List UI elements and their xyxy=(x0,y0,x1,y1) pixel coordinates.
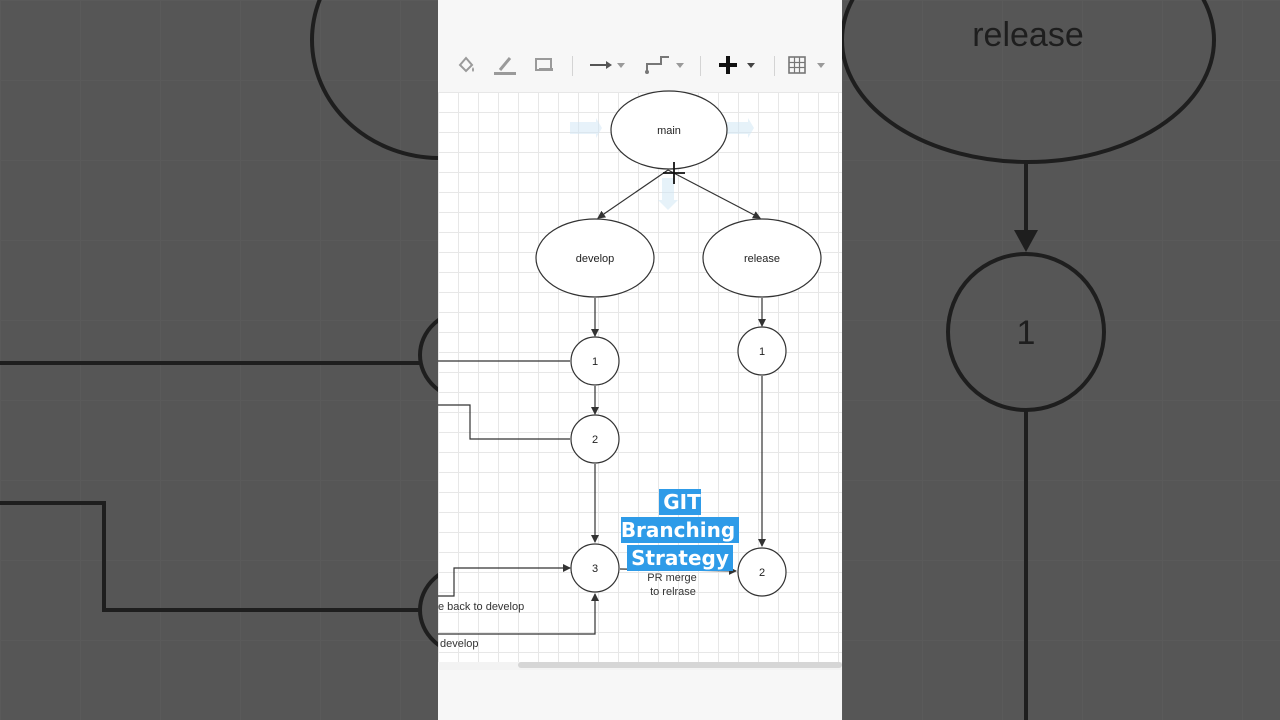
background-grid xyxy=(842,0,1280,720)
fill-color-icon xyxy=(458,56,474,73)
node-develop[interactable]: develop xyxy=(535,218,655,298)
toolbar xyxy=(438,0,842,93)
background-right-blur: release 1 xyxy=(842,0,1280,720)
node-release-1[interactable]: 1 xyxy=(737,326,787,376)
down-hover-arrow[interactable] xyxy=(658,178,678,210)
connection-icon xyxy=(590,61,625,69)
edge-main-release[interactable] xyxy=(667,169,761,219)
node-develop-1-label: 1 xyxy=(592,356,598,368)
line-color-icon xyxy=(494,57,516,75)
crosshair-cursor-icon xyxy=(663,162,685,184)
video-caption: GIT Branching Strategy xyxy=(600,488,760,572)
pr-merge-label-line2: to relrase xyxy=(650,586,696,598)
node-release-label: release xyxy=(744,253,780,265)
connection-button[interactable] xyxy=(584,52,628,78)
insert-button[interactable] xyxy=(714,52,760,78)
toolbar-divider xyxy=(774,56,775,76)
node-develop-3-label: 3 xyxy=(592,563,598,575)
shadow-button[interactable] xyxy=(530,52,558,78)
table-button[interactable] xyxy=(784,52,830,78)
background-left-blur xyxy=(0,0,438,720)
line-color-button[interactable] xyxy=(490,52,520,78)
waypoints-button[interactable] xyxy=(642,52,688,78)
node-main-label: main xyxy=(657,125,681,137)
node-develop-2[interactable]: 2 xyxy=(570,414,620,464)
waypoints-icon xyxy=(645,56,684,74)
node-release-1-label: 1 xyxy=(759,346,765,358)
fill-color-button[interactable] xyxy=(452,52,480,78)
edge-develop-to-dev3[interactable] xyxy=(438,593,599,635)
background-grid xyxy=(0,0,438,720)
node-develop-3[interactable]: 3 xyxy=(570,543,620,593)
bottom-panel xyxy=(438,670,842,720)
caption-line-1: GIT Branching xyxy=(620,489,740,543)
background-release-label: release xyxy=(972,16,1084,54)
toolbar-divider xyxy=(700,56,701,76)
merge-back-label: e back to develop xyxy=(438,601,524,613)
background-node-label: 1 xyxy=(1017,314,1036,352)
selection-hint-arrows xyxy=(570,118,754,210)
background-right-diagram: release 1 xyxy=(842,0,1216,720)
node-develop-label: develop xyxy=(576,253,615,265)
develop-edge-label: develop xyxy=(440,638,479,650)
node-release[interactable]: release xyxy=(702,218,822,298)
table-icon xyxy=(788,56,825,74)
node-main[interactable]: main xyxy=(610,90,728,170)
node-release-2-label: 2 xyxy=(759,567,765,579)
background-left-diagram xyxy=(0,0,438,648)
caption-line-2: Strategy xyxy=(627,545,733,571)
left-hover-arrow[interactable] xyxy=(570,118,602,138)
shadow-icon xyxy=(535,58,553,71)
edge-merge-back-develop[interactable] xyxy=(438,564,571,597)
app-screen: main develop release 1 2 3 1 2 xyxy=(438,0,842,720)
edge-main-develop[interactable] xyxy=(597,169,669,219)
right-hover-arrow[interactable] xyxy=(724,118,754,138)
node-release-2[interactable]: 2 xyxy=(737,547,787,597)
pr-merge-label-line1: PR merge xyxy=(647,572,697,584)
node-develop-1[interactable]: 1 xyxy=(570,336,620,386)
edge-left-to-dev2[interactable] xyxy=(438,404,570,440)
horizontal-scrollbar[interactable] xyxy=(518,662,842,668)
insert-icon xyxy=(719,56,755,74)
node-develop-2-label: 2 xyxy=(592,434,598,446)
toolbar-divider xyxy=(572,56,573,76)
diagram: main develop release 1 2 3 1 2 xyxy=(438,90,822,650)
